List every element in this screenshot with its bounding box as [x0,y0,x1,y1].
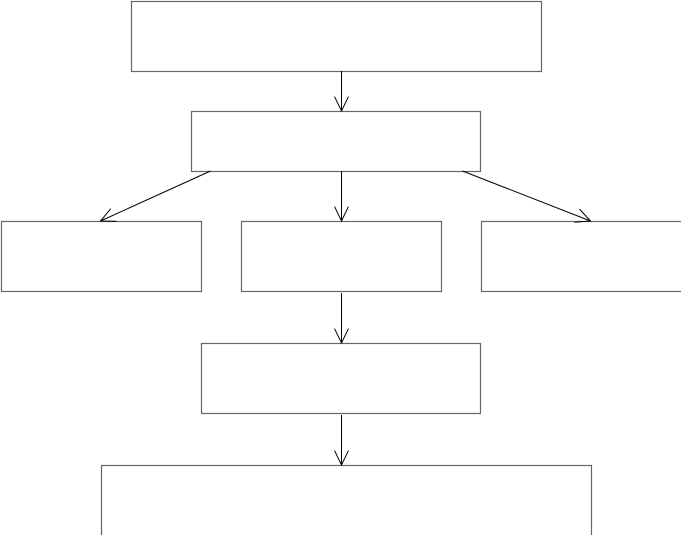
arrowhead-icon [334,450,349,467]
node-box-n3 [0,220,203,293]
node-box-n5 [480,220,681,293]
arrowhead-icon [99,208,117,222]
arrowhead-icon [574,208,592,223]
node-box-n6 [200,342,482,415]
node-box-n2 [190,110,482,173]
arrowhead-icon [334,328,349,345]
node-box-n1 [130,0,543,73]
node-box-n7 [100,464,593,535]
arrowhead-icon [334,96,349,113]
node-box-n4 [240,220,443,293]
arrowhead-icon [334,206,349,223]
edge-n2-n5 [462,170,591,222]
edge-n2-n3 [100,170,211,222]
